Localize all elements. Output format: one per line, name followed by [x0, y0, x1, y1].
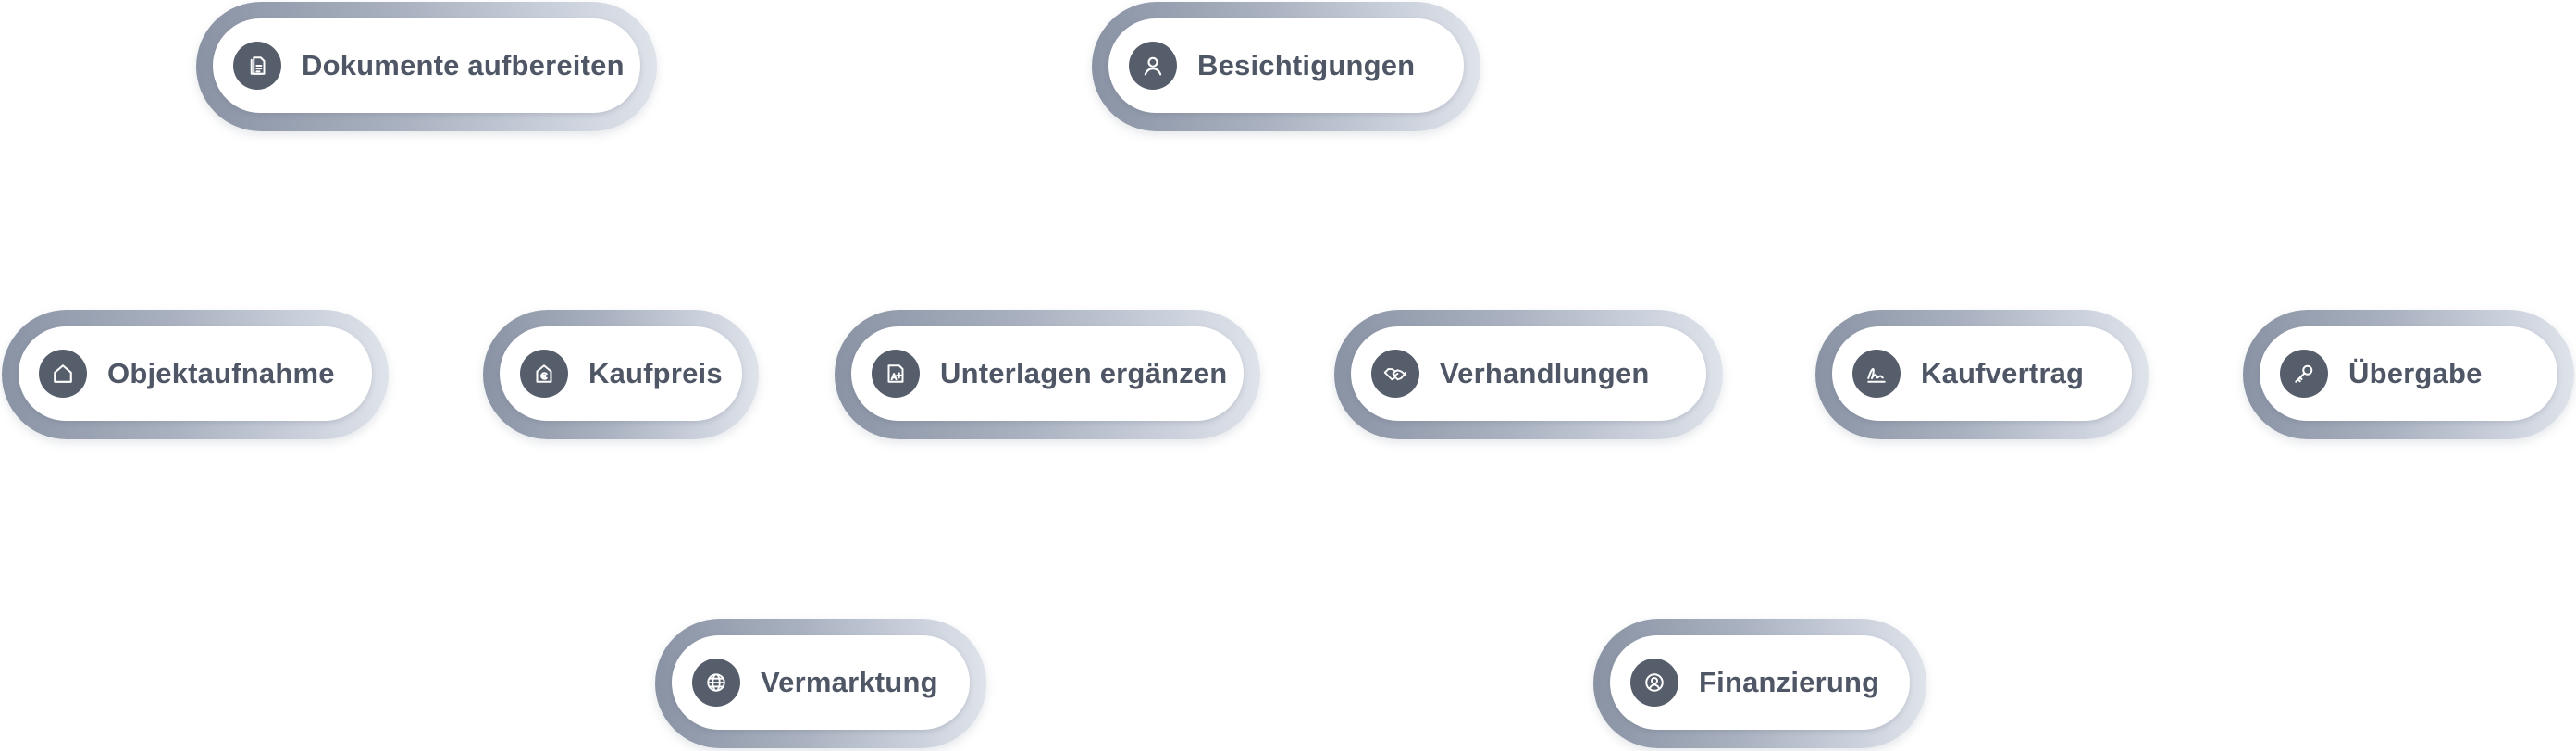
step-label: Vermarktung [761, 666, 938, 698]
handshake-icon [1371, 350, 1419, 398]
step-unterlagen-ergaenzen-pill[interactable]: Unterlagen ergänzen [851, 326, 1244, 421]
house-icon [39, 350, 87, 398]
step-unterlagen-ergaenzen: Unterlagen ergänzen [835, 310, 1260, 439]
step-uebergabe: Übergabe [2243, 310, 2574, 439]
step-kaufvertrag-pill[interactable]: Kaufvertrag [1832, 326, 2132, 421]
step-label: Unterlagen ergänzen [940, 357, 1228, 389]
step-dokumente-aufbereiten-pill[interactable]: Dokumente aufbereiten [213, 18, 640, 113]
step-label: Kaufvertrag [1921, 357, 2085, 389]
document-add-icon [872, 350, 920, 398]
step-label: Übergabe [2348, 357, 2483, 389]
step-finanzierung: Finanzierung [1593, 619, 1926, 748]
step-kaufvertrag: Kaufvertrag [1815, 310, 2149, 439]
step-finanzierung-pill[interactable]: Finanzierung [1610, 635, 1910, 730]
person-badge-icon [1630, 659, 1678, 707]
step-objektaufnahme: Objektaufnahme [2, 310, 389, 439]
step-kaufpreis-pill[interactable]: Kaufpreis [500, 326, 742, 421]
person-icon [1129, 42, 1177, 90]
step-vermarktung-pill[interactable]: Vermarktung [672, 635, 970, 730]
step-label: Verhandlungen [1440, 357, 1650, 389]
step-label: Dokumente aufbereiten [302, 49, 625, 81]
step-vermarktung: Vermarktung [655, 619, 986, 748]
step-besichtigungen-pill[interactable]: Besichtigungen [1108, 18, 1464, 113]
step-label: Besichtigungen [1197, 49, 1416, 81]
step-uebergabe-pill[interactable]: Übergabe [2260, 326, 2557, 421]
euro-tag-icon [520, 350, 568, 398]
step-objektaufnahme-pill[interactable]: Objektaufnahme [19, 326, 372, 421]
signature-icon [1852, 350, 1901, 398]
step-besichtigungen: Besichtigungen [1092, 2, 1480, 131]
step-verhandlungen: Verhandlungen [1334, 310, 1723, 439]
step-label: Kaufpreis [588, 357, 723, 389]
step-label: Objektaufnahme [107, 357, 335, 389]
globe-icon [692, 659, 740, 707]
step-kaufpreis: Kaufpreis [483, 310, 759, 439]
step-label: Finanzierung [1699, 666, 1880, 698]
key-icon [2280, 350, 2328, 398]
step-verhandlungen-pill[interactable]: Verhandlungen [1351, 326, 1706, 421]
step-dokumente-aufbereiten: Dokumente aufbereiten [196, 2, 657, 131]
document-icon [233, 42, 281, 90]
